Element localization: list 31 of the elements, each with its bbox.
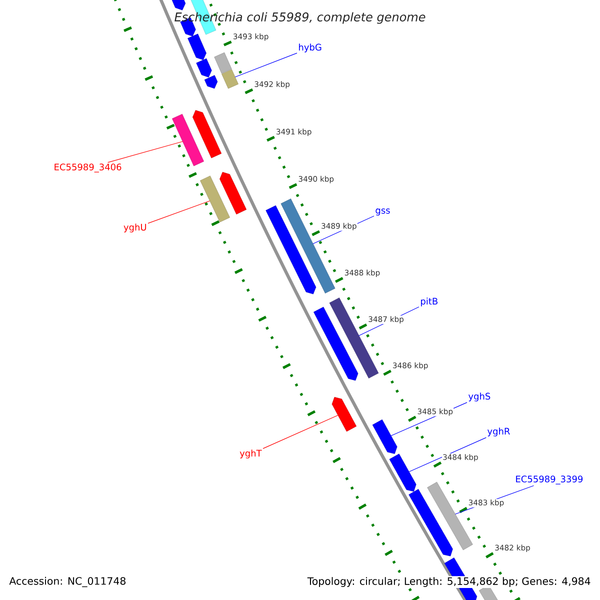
leader-line bbox=[108, 141, 183, 163]
gene-block bbox=[200, 176, 230, 222]
leader-line bbox=[262, 414, 338, 449]
gene-block bbox=[314, 306, 358, 381]
gene-block bbox=[188, 34, 206, 60]
gene-label: hybG bbox=[299, 44, 322, 52]
gene-block bbox=[214, 52, 232, 74]
genome-info-label: Topology: circular; Length: 5,154,862 bp; Genes: 4,984 bbox=[306, 576, 592, 588]
gene-block bbox=[172, 114, 204, 166]
gene-label: yghT bbox=[240, 450, 262, 458]
leader-line bbox=[234, 52, 298, 78]
gene-block bbox=[196, 58, 212, 78]
gene-block bbox=[389, 454, 416, 492]
gene-block bbox=[220, 172, 247, 214]
gene-block bbox=[408, 489, 453, 556]
gene-label: EC55989_3406 bbox=[54, 164, 122, 172]
gene-block bbox=[192, 110, 222, 158]
gene-label: yghR bbox=[487, 428, 510, 436]
accession-label: Accession: NC_011748 bbox=[9, 576, 126, 588]
gene-label: EC55989_3399 bbox=[516, 476, 583, 484]
gene-label: pitB bbox=[421, 298, 438, 306]
gene-block bbox=[266, 205, 316, 294]
gene-label: yghS bbox=[468, 392, 490, 402]
gene-block bbox=[204, 75, 218, 89]
gene-label: gss bbox=[376, 208, 390, 216]
gene-block bbox=[372, 419, 398, 454]
gene-block bbox=[222, 69, 238, 89]
leader-line bbox=[408, 437, 486, 472]
leader-line bbox=[148, 200, 210, 224]
gene-label: yghU bbox=[124, 224, 146, 232]
gene-block bbox=[332, 397, 357, 432]
